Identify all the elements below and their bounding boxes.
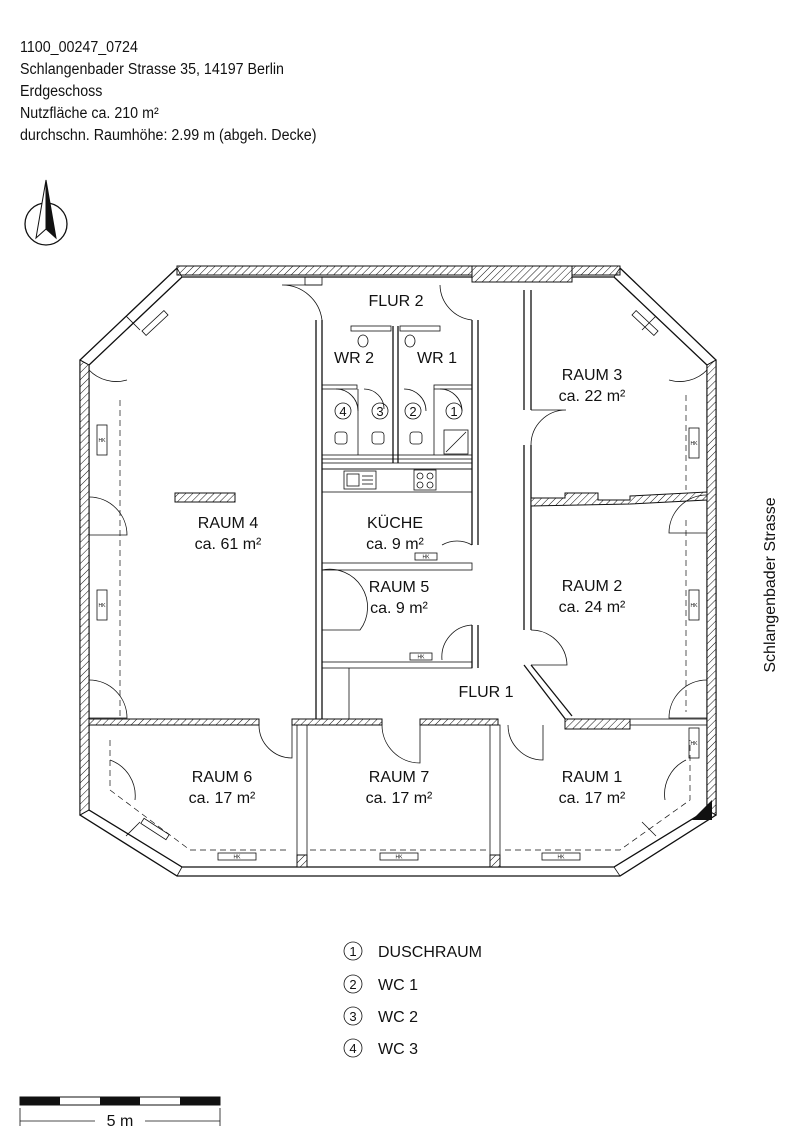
radiator-mark: HK (418, 655, 426, 661)
room-area-raum4: ca. 61 m² (195, 536, 262, 553)
room-label-raum6: RAUM 6 (192, 769, 253, 786)
radiator-mark: HK (691, 441, 699, 447)
radiators (96, 424, 700, 861)
room-area-raum3: ca. 22 m² (559, 388, 626, 405)
washroom-block: 4 3 2 1 (321, 325, 473, 463)
radiator-mark: HK (234, 855, 242, 861)
windows (125, 310, 659, 841)
room-label-flur1: FLUR 1 (458, 684, 513, 701)
scale-label: 5 m (107, 1113, 134, 1130)
address: Schlangenbader Strasse 35, 14197 Berlin (20, 61, 284, 78)
stall-number: 4 (339, 404, 346, 419)
radiator-mark: HK (691, 603, 699, 609)
radiator-mark: HK (691, 741, 699, 747)
floor-name: Erdgeschoss (20, 83, 103, 100)
usable-area: Nutzfläche ca. 210 m² (20, 105, 159, 122)
room-area-raum7: ca. 17 m² (366, 790, 433, 807)
room-label-wr1: WR 1 (417, 350, 457, 367)
room-label-raum2: RAUM 2 (562, 578, 623, 595)
room-area-raum2: ca. 24 m² (559, 599, 626, 616)
room-height: durchschn. Raumhöhe: 2.99 m (abgeh. Deck… (20, 127, 317, 144)
legend-number: 3 (349, 1009, 356, 1024)
legend-number: 2 (349, 977, 356, 992)
room-label-wr2: WR 2 (334, 350, 374, 367)
legend-number: 1 (349, 944, 356, 959)
street-name: Schlangenbader Strasse (762, 497, 779, 672)
legend: 1 DUSCHRAUM 2 WC 1 3 WC 2 4 WC 3 (343, 941, 482, 1058)
north-arrow-icon (24, 179, 68, 246)
room-label-raum3: RAUM 3 (562, 367, 623, 384)
room-label-raum5: RAUM 5 (369, 579, 430, 596)
room-label-raum1: RAUM 1 (562, 769, 623, 786)
kitchen-fixtures (321, 468, 473, 493)
plan-header: 1100_00247_0724 Schlangenbader Strasse 3… (20, 37, 316, 147)
ceiling-lines (109, 395, 691, 851)
room-label-raum4: RAUM 4 (198, 515, 259, 532)
outer-walls (79, 265, 717, 877)
stall-number: 1 (450, 404, 457, 419)
scale-bar: 5 m (19, 1096, 221, 1130)
legend-label: WC 1 (378, 977, 418, 994)
legend-label: WC 2 (378, 1009, 418, 1026)
room-area-raum1: ca. 17 m² (559, 790, 626, 807)
room-label-kueche: KÜCHE (367, 514, 423, 532)
legend-number: 4 (349, 1041, 356, 1056)
doors (88, 284, 708, 801)
interior-walls (88, 276, 708, 868)
legend-label: WC 3 (378, 1041, 418, 1058)
stall-number: 2 (409, 404, 416, 419)
room-labels: FLUR 2 WR 2 WR 1 RAUM 3 ca. 22 m² RAUM 4… (189, 293, 626, 807)
radiator-mark: HK (99, 603, 107, 609)
plan-id: 1100_00247_0724 (20, 39, 138, 56)
radiator-mark: HK (423, 555, 431, 561)
room-label-raum7: RAUM 7 (369, 769, 430, 786)
room-area-raum5: ca. 9 m² (370, 600, 428, 617)
room-area-raum6: ca. 17 m² (189, 790, 256, 807)
radiator-mark: HK (99, 438, 107, 444)
entrance-marker-icon (692, 800, 712, 820)
stall-number: 3 (376, 404, 383, 419)
room-area-kueche: ca. 9 m² (366, 536, 424, 553)
legend-label: DUSCHRAUM (378, 944, 482, 961)
radiator-mark: HK (396, 855, 404, 861)
room-label-flur2: FLUR 2 (368, 293, 423, 310)
radiator-mark: HK (558, 855, 566, 861)
